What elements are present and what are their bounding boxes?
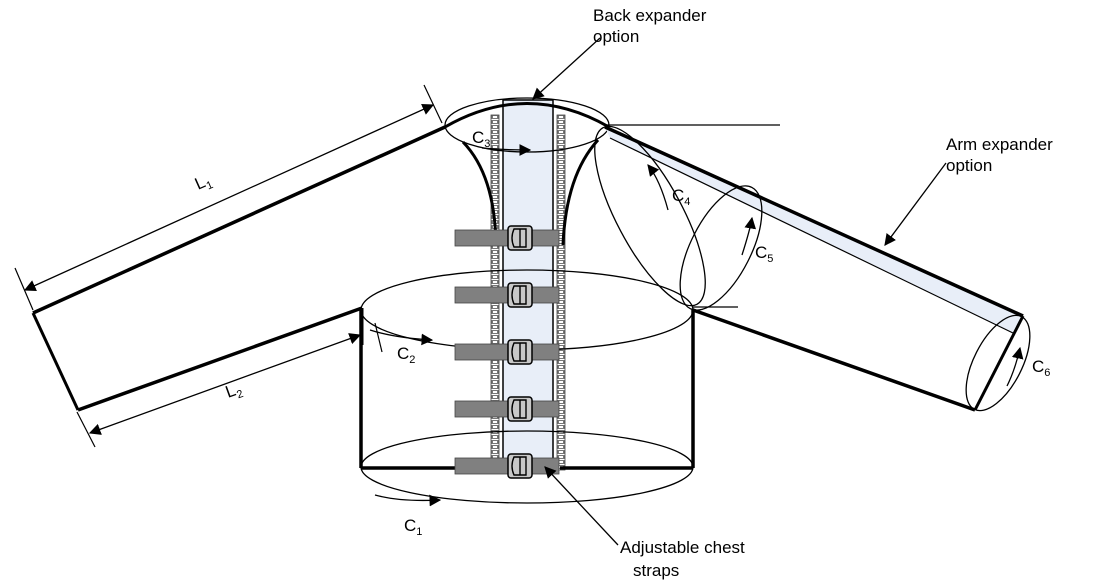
chest-strap	[454, 339, 560, 365]
armhole-ellipse	[594, 125, 706, 307]
c1-arrow	[374, 494, 442, 507]
c4-label: C4	[672, 186, 690, 208]
l1-tick-bottom	[14, 267, 34, 311]
chest-strap	[454, 282, 560, 308]
c2-label: C2	[397, 344, 415, 366]
c2-arrow	[369, 329, 434, 346]
c3-arrow	[481, 144, 532, 156]
back-expander-callout	[532, 37, 601, 100]
neck-top-edge	[444, 102, 610, 129]
left-cuff	[31, 312, 80, 411]
left-sleeve-top	[32, 125, 446, 315]
l2-dimension-arrow	[88, 333, 362, 435]
chest-strap	[454, 225, 560, 251]
arm-expander-label: Arm expander option	[946, 135, 1058, 175]
l1-tick-top	[423, 84, 443, 124]
arm-expander-callout	[884, 162, 947, 246]
c3-label: C3	[472, 128, 490, 150]
c4-arrow	[647, 164, 669, 211]
right-sleeve-bottom	[692, 308, 976, 412]
l2-tick-bottom	[76, 411, 96, 448]
c5-arrow	[741, 216, 757, 256]
chest-straps-label: Adjustable chest straps	[620, 538, 749, 580]
chest-straps-callout	[544, 466, 619, 546]
right-cuff	[973, 315, 1025, 411]
c2-small-tick	[374, 322, 383, 353]
upper-arm-ellipse	[679, 185, 763, 311]
cuff-ellipse	[965, 314, 1031, 412]
c1-label: C1	[404, 516, 422, 538]
chest-straps	[454, 225, 560, 479]
chest-strap	[454, 453, 560, 479]
right-sleeve-top	[604, 125, 1024, 318]
l1-label: L1	[192, 170, 215, 196]
c6-arrow	[1006, 346, 1024, 387]
c6-label: C6	[1032, 357, 1050, 379]
chest-strap	[454, 396, 560, 422]
l2-label: L2	[223, 379, 245, 405]
back-expander-label: Back expander option	[593, 6, 711, 46]
arm-expander-panel	[605, 127, 1023, 333]
right-neck-flare	[561, 138, 600, 246]
l1-dimension-arrow	[23, 104, 435, 291]
left-sleeve-bottom	[77, 306, 363, 412]
c5-label: C5	[755, 243, 773, 265]
arm-expander-seam	[609, 137, 1014, 334]
